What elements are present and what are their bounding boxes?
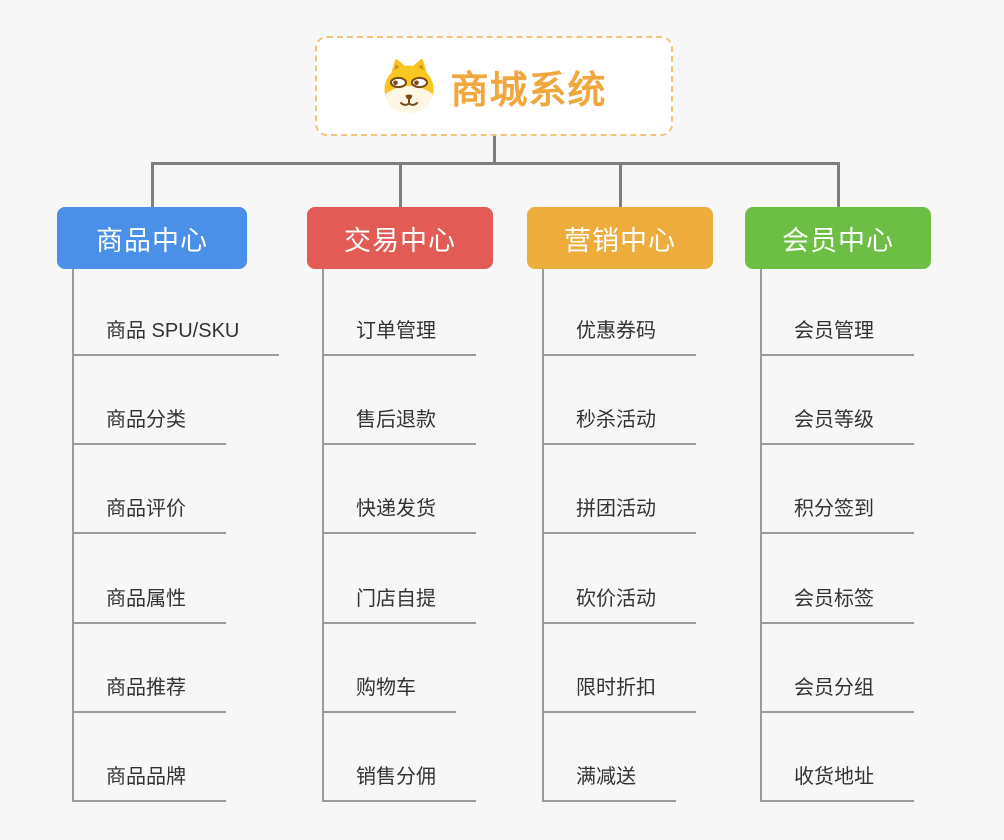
leaf-node[interactable]: 商品评价 — [72, 494, 226, 534]
branch-node[interactable]: 营销中心 — [527, 207, 713, 269]
connector-line — [493, 136, 496, 165]
leaf-node[interactable]: 收货地址 — [760, 762, 914, 802]
branch-spine — [760, 269, 762, 802]
leaf-node[interactable]: 优惠券码 — [542, 316, 696, 356]
leaf-node[interactable]: 售后退款 — [322, 405, 476, 445]
connector-line — [151, 162, 154, 207]
leaf-node[interactable]: 积分签到 — [760, 494, 914, 534]
leaf-node[interactable]: 快递发货 — [322, 494, 476, 534]
leaf-node[interactable]: 拼团活动 — [542, 494, 696, 534]
leaf-node[interactable]: 限时折扣 — [542, 673, 696, 713]
connector-line — [837, 162, 840, 207]
branch-spine — [72, 269, 74, 802]
leaf-node[interactable]: 商品品牌 — [72, 762, 226, 802]
leaf-node[interactable]: 会员标签 — [760, 584, 914, 624]
leaf-node[interactable]: 销售分佣 — [322, 762, 476, 802]
root-title: 商城系统 — [450, 69, 607, 112]
branch-node[interactable]: 会员中心 — [745, 207, 931, 269]
leaf-node[interactable]: 商品属性 — [72, 584, 226, 624]
leaf-node[interactable]: 商品 SPU/SKU — [72, 316, 280, 356]
leaf-node[interactable]: 秒杀活动 — [542, 405, 696, 445]
connector-line — [151, 162, 839, 165]
leaf-node[interactable]: 商品推荐 — [72, 673, 226, 713]
branch-node[interactable]: 商品中心 — [57, 207, 247, 269]
dog-icon — [384, 59, 434, 113]
leaf-node[interactable]: 会员分组 — [760, 673, 914, 713]
root-node[interactable]: 商城系统 — [315, 36, 673, 136]
leaf-node[interactable]: 商品分类 — [72, 405, 226, 445]
branch-node[interactable]: 交易中心 — [307, 207, 493, 269]
leaf-node[interactable]: 会员管理 — [760, 316, 914, 356]
connector-line — [399, 162, 402, 207]
leaf-node[interactable]: 会员等级 — [760, 405, 914, 445]
leaf-node[interactable]: 满减送 — [542, 762, 676, 802]
connector-line — [619, 162, 622, 207]
branch-spine — [542, 269, 544, 802]
leaf-node[interactable]: 砍价活动 — [542, 584, 696, 624]
branch-spine — [322, 269, 324, 802]
leaf-node[interactable]: 订单管理 — [322, 316, 476, 356]
leaf-node[interactable]: 门店自提 — [322, 584, 476, 624]
leaf-node[interactable]: 购物车 — [322, 673, 456, 713]
